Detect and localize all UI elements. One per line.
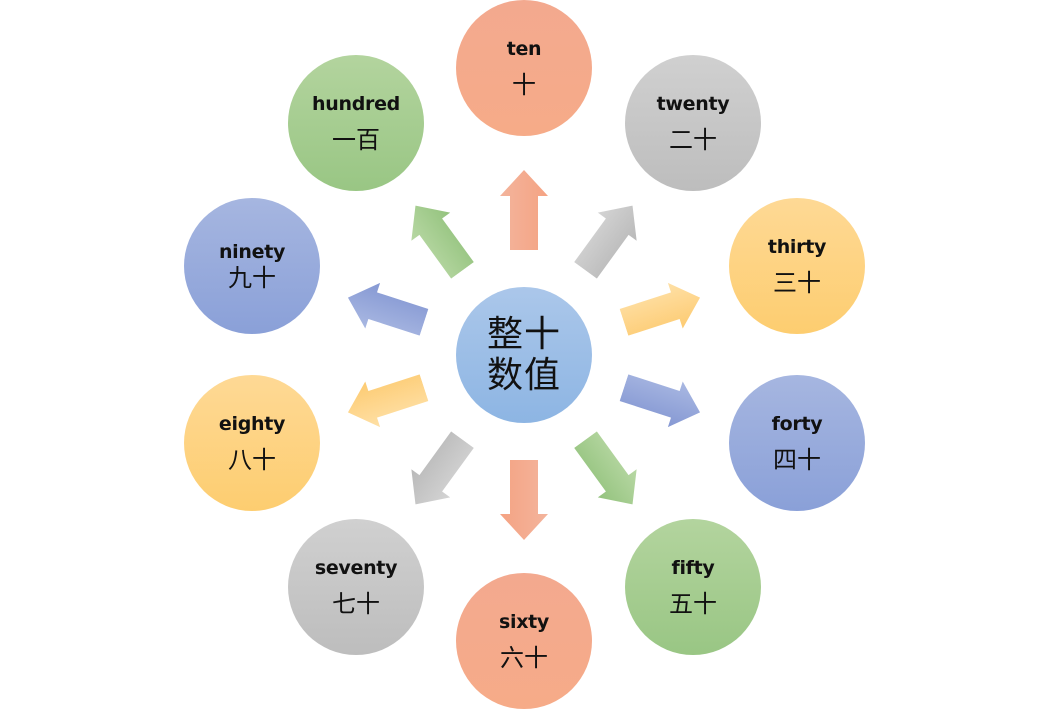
node-seventy: seventy 七十 xyxy=(288,519,424,655)
arrow-to-ninety xyxy=(341,275,432,345)
block-arrow-icon xyxy=(574,431,637,505)
center-label-line1: 整十 xyxy=(486,313,561,355)
node-english-label: seventy xyxy=(314,556,398,579)
node-english-label: forty xyxy=(771,412,823,435)
node-thirty: thirty 三十 xyxy=(729,198,865,334)
arrow-to-thirty xyxy=(616,275,707,345)
arrow-to-seventy xyxy=(396,426,482,519)
node-english-label: hundred xyxy=(312,92,400,115)
node-chinese-label: 八十 xyxy=(228,445,276,474)
block-arrow-icon xyxy=(574,205,637,279)
center-label-line2: 数值 xyxy=(486,355,561,396)
node-twenty: twenty 二十 xyxy=(625,55,761,191)
arrow-to-eighty xyxy=(341,365,432,435)
block-arrow-icon xyxy=(411,205,474,279)
node-chinese-label: 一百 xyxy=(332,125,380,154)
node-chinese-label: 二十 xyxy=(669,125,717,154)
node-ninety: ninety 九十 xyxy=(184,198,320,334)
arrow-to-forty xyxy=(616,365,707,435)
node-chinese-label: 五十 xyxy=(669,589,717,618)
node-forty: forty 四十 xyxy=(729,375,865,511)
center-node: 整十 数值 xyxy=(456,287,592,423)
node-hundred: hundred 一百 xyxy=(288,55,424,191)
block-arrow-icon xyxy=(348,374,429,427)
node-eighty: eighty 八十 xyxy=(184,375,320,511)
node-english-label: thirty xyxy=(767,235,827,258)
node-sixty: sixty 六十 xyxy=(456,573,592,709)
node-ten: ten 十 xyxy=(456,0,592,136)
node-english-label: ninety xyxy=(218,240,286,263)
node-english-label: fifty xyxy=(671,556,715,579)
node-chinese-label: 六十 xyxy=(500,643,548,672)
arrow-to-hundred xyxy=(396,191,482,284)
arrow-to-fifty xyxy=(566,426,652,519)
node-chinese-label: 七十 xyxy=(332,589,380,618)
block-arrow-icon xyxy=(619,283,700,336)
node-chinese-label: 九十 xyxy=(228,263,276,292)
node-english-label: eighty xyxy=(218,412,286,435)
node-english-label: twenty xyxy=(656,92,730,115)
block-arrow-icon xyxy=(500,460,548,540)
arrow-to-ten xyxy=(500,170,548,250)
node-chinese-label: 三十 xyxy=(773,268,821,297)
block-arrow-icon xyxy=(619,374,700,427)
arrow-to-sixty xyxy=(500,460,548,540)
block-arrow-icon xyxy=(500,170,548,250)
node-chinese-label: 四十 xyxy=(773,445,821,474)
arrow-to-twenty xyxy=(566,191,652,284)
block-arrow-icon xyxy=(411,431,474,505)
node-chinese-label: 十 xyxy=(512,70,536,99)
block-arrow-icon xyxy=(348,283,429,336)
node-english-label: sixty xyxy=(498,610,550,633)
node-english-label: ten xyxy=(506,37,542,60)
node-fifty: fifty 五十 xyxy=(625,519,761,655)
